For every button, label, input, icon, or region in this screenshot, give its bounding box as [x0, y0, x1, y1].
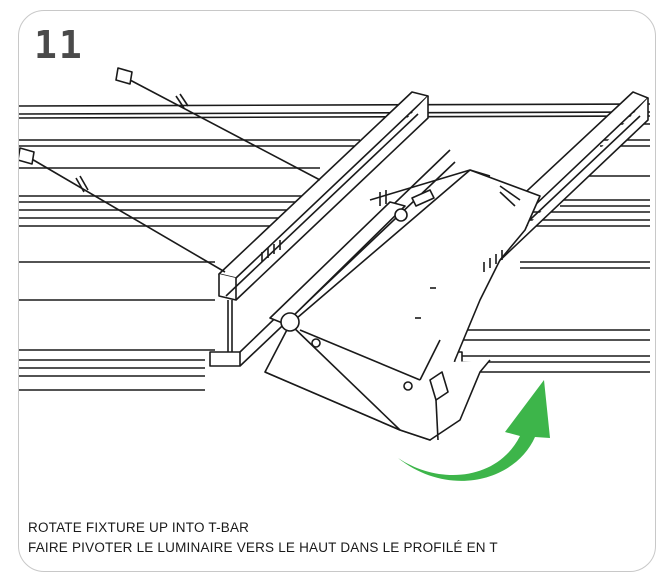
rotate-arrow-icon [398, 380, 550, 481]
ceiling-rails [19, 103, 651, 391]
light-fixture [264, 169, 541, 441]
suspension-wires [19, 67, 321, 273]
instruction-caption: ROTATE FIXTURE UP INTO T-BAR FAIRE PIVOT… [28, 518, 498, 558]
step-number: 11 [34, 23, 84, 67]
left-t-bar [209, 91, 456, 367]
caption-english: ROTATE FIXTURE UP INTO T-BAR [28, 520, 250, 535]
rail-detail-marks [261, 240, 503, 272]
caption-french: FAIRE PIVOTER LE LUMINAIRE VERS LE HAUT … [28, 540, 498, 555]
